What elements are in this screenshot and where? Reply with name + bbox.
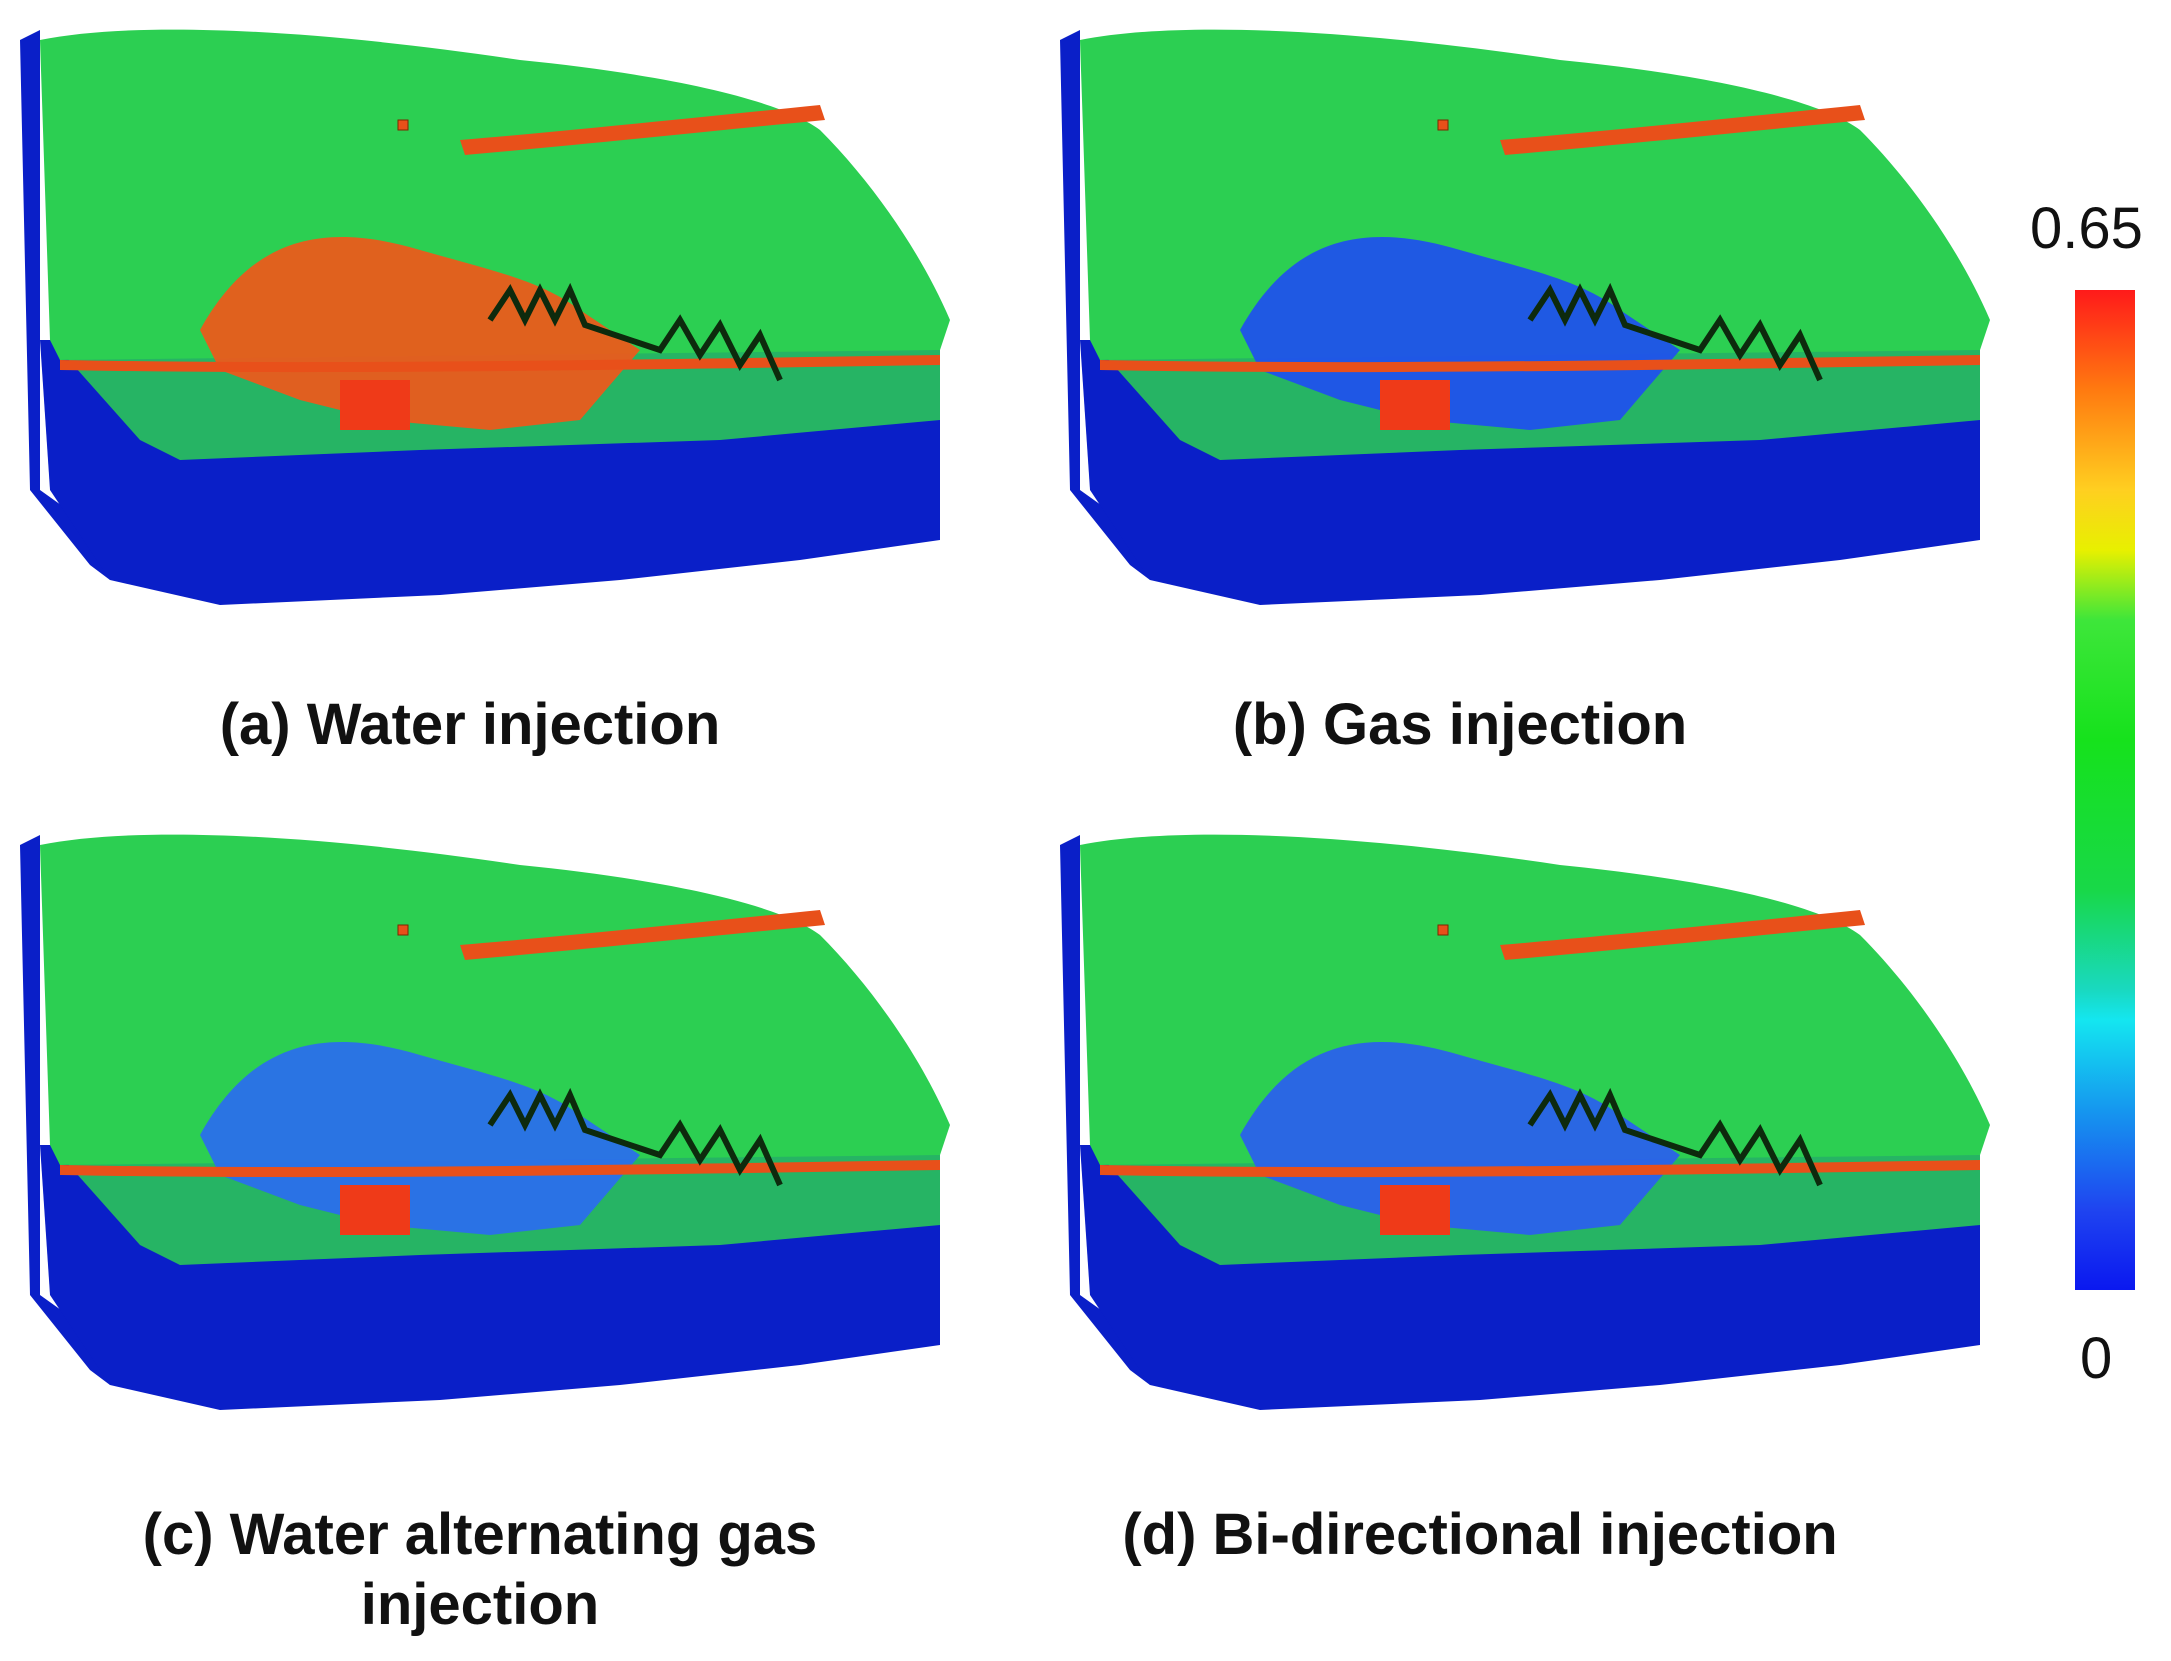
reservoir-model-d bbox=[1060, 834, 1990, 1410]
injection-front-plume bbox=[200, 1041, 640, 1235]
fault-edge bbox=[1527, 1087, 1823, 1187]
panel-gas-injection bbox=[1060, 20, 2000, 660]
mid-layer-stripe bbox=[60, 1160, 940, 1178]
caption-water-injection: (a) Water injection bbox=[219, 692, 721, 757]
upper-layer-stripe bbox=[1500, 105, 1865, 155]
reservoir-left-wall bbox=[20, 835, 110, 1385]
caption-wag-injection: (c) Water alternating gas injection bbox=[142, 1502, 818, 1637]
fault-edge bbox=[1527, 282, 1823, 382]
panel-bidirectional-injection bbox=[1060, 825, 2000, 1465]
well-marker bbox=[397, 119, 409, 131]
injection-front-plume bbox=[1240, 236, 1680, 430]
upper-layer-stripe bbox=[460, 105, 825, 155]
well-marker bbox=[1437, 924, 1449, 936]
oil-pocket bbox=[340, 1185, 410, 1235]
colorbar-gradient bbox=[2075, 290, 2135, 1290]
injection-front-plume bbox=[200, 236, 640, 430]
fault-edge bbox=[487, 1087, 783, 1187]
caption-bidirectional-injection: (d) Bi-directional injection bbox=[1122, 1502, 1838, 1567]
well-marker bbox=[1437, 119, 1449, 131]
well-marker bbox=[397, 924, 409, 936]
upper-layer-stripe bbox=[460, 910, 825, 960]
mid-layer-stripe bbox=[60, 355, 940, 373]
oil-pocket bbox=[1380, 1185, 1450, 1235]
reservoir-model-b bbox=[1060, 29, 1990, 605]
reservoir-model-c bbox=[20, 834, 950, 1410]
colorbar-min-label: 0 bbox=[2080, 1326, 2113, 1391]
oil-pocket bbox=[340, 380, 410, 430]
panel-wag-injection bbox=[20, 825, 960, 1465]
injection-front-plume bbox=[1240, 1041, 1680, 1235]
reservoir-left-wall bbox=[20, 30, 110, 580]
fault-edge bbox=[487, 282, 783, 382]
upper-layer-stripe bbox=[1500, 910, 1865, 960]
mid-layer-stripe bbox=[1100, 1160, 1980, 1178]
mid-layer-stripe bbox=[1100, 355, 1980, 373]
reservoir-left-wall bbox=[1060, 30, 1150, 580]
panel-water-injection bbox=[20, 20, 960, 660]
caption-gas-injection: (b) Gas injection bbox=[1232, 692, 1688, 757]
reservoir-model-a bbox=[20, 29, 950, 605]
oil-pocket bbox=[1380, 380, 1450, 430]
reservoir-left-wall bbox=[1060, 835, 1150, 1385]
colorbar-max-label: 0.65 bbox=[2030, 196, 2143, 261]
